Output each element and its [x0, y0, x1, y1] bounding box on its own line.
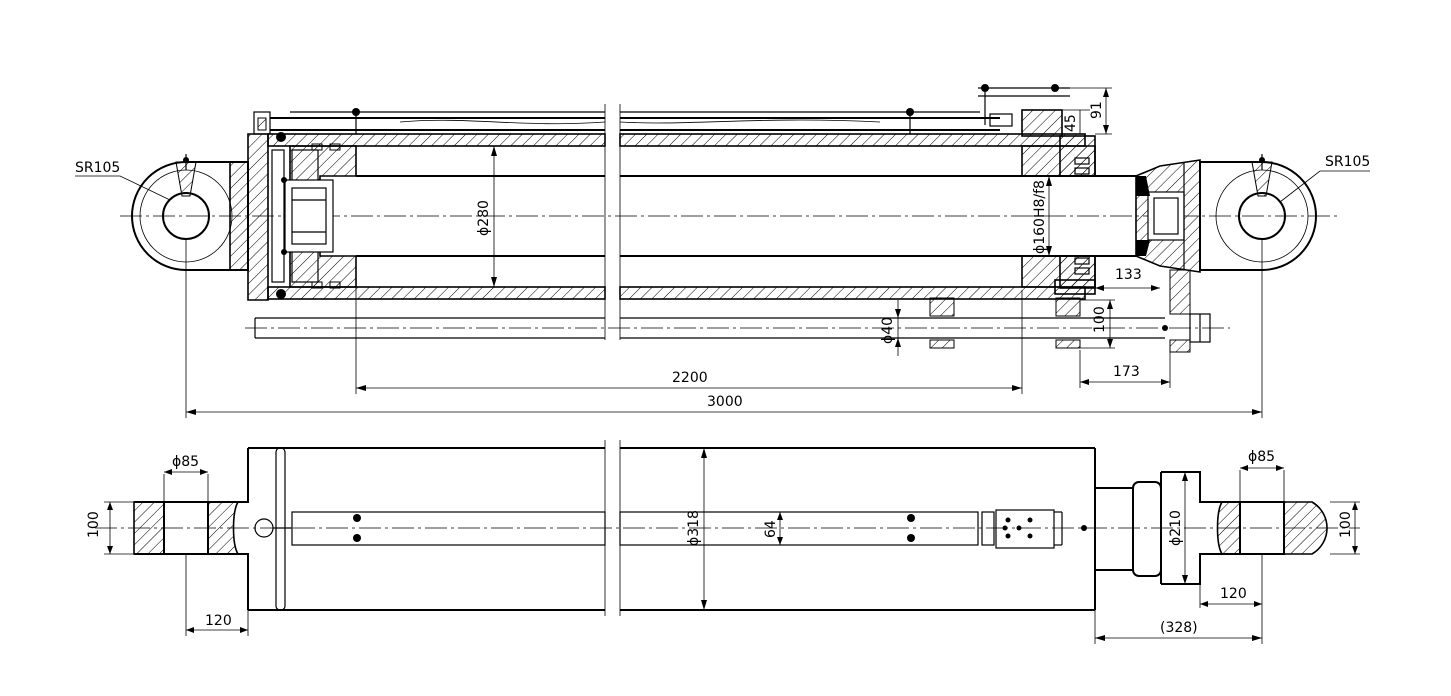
left-ear [133, 448, 249, 610]
right-ear [1216, 501, 1328, 555]
external-view: ϕ85 ϕ85 100 100 ϕ318 64 ϕ210 [86, 440, 1360, 644]
dim-100-side-label: 100 [1092, 306, 1108, 333]
barrel-outer [248, 440, 1096, 616]
outer-diameter-label: ϕ318 [686, 510, 702, 546]
right-clevis-eye [1199, 154, 1317, 271]
offset-right-label: 120 [1220, 586, 1247, 602]
rod-diameter-label: ϕ160H8/f8 [1032, 180, 1048, 254]
lower-side-rod [245, 269, 1230, 353]
dim-133-label: 133 [1115, 267, 1142, 283]
stroke-label: 2200 [672, 370, 708, 386]
overall-length-label: 3000 [707, 394, 743, 410]
sr-left-label: SR105 [75, 160, 120, 176]
rail [291, 509, 1087, 549]
sr-right-label: SR105 [1325, 154, 1370, 170]
ref-328-label: (328) [1160, 620, 1198, 636]
tie-rod-diameter-label: ϕ40 [880, 317, 896, 344]
rod-end-clevis [1135, 159, 1201, 273]
cylinder-barrel [267, 133, 1086, 300]
top-tie-rod [270, 84, 1070, 134]
gland-external [1094, 471, 1240, 585]
bore-diameter-label: ϕ280 [476, 200, 492, 236]
gland-diameter-label: ϕ210 [1168, 510, 1184, 546]
width-left-label: 100 [86, 511, 102, 538]
piston [281, 143, 357, 289]
pin-right-label: ϕ85 [1248, 449, 1275, 465]
dim-45-label: 45 [1063, 114, 1079, 132]
rail-width-label: 64 [763, 520, 779, 538]
dim-91-label: 91 [1089, 101, 1105, 119]
width-right-label: 100 [1338, 511, 1354, 538]
front-gland [1021, 109, 1096, 295]
section-view: SR105 SR105 ϕ280 ϕ160H8/f8 45 91 133 ϕ40 [75, 84, 1370, 418]
offset-left-label: 120 [205, 613, 232, 629]
dim-173-label: 173 [1113, 364, 1140, 380]
pin-left-label: ϕ85 [172, 454, 199, 470]
